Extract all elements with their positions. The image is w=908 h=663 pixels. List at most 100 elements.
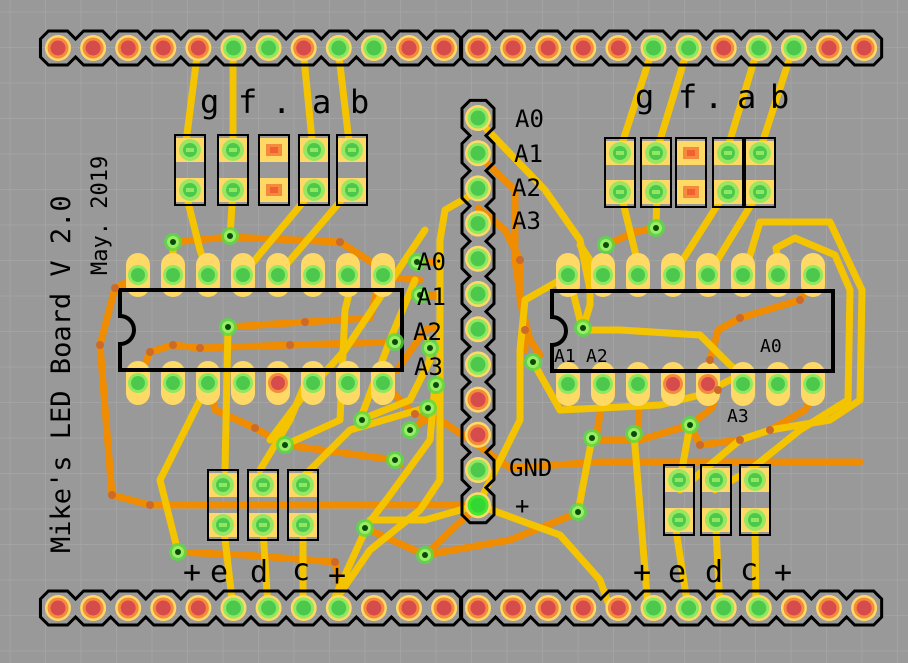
via xyxy=(219,318,237,336)
trace xyxy=(474,116,594,294)
pad-connected xyxy=(220,595,247,621)
resistor xyxy=(298,134,330,206)
label-plus: + xyxy=(633,555,651,590)
label-a2: A2 xyxy=(586,346,608,367)
pad-unconnected xyxy=(80,595,107,621)
pad-unconnected xyxy=(851,35,878,61)
ic-pin xyxy=(336,253,360,297)
trace-node xyxy=(796,296,804,304)
trace-node xyxy=(111,284,119,292)
pad-unconnected xyxy=(851,595,878,621)
trace xyxy=(712,526,724,612)
vias xyxy=(96,219,804,566)
pad-unconnected xyxy=(431,35,458,61)
header-outline xyxy=(458,29,884,67)
ic-pin xyxy=(301,361,325,405)
pad-unconnected xyxy=(570,35,597,61)
trace-node xyxy=(696,441,704,449)
trace xyxy=(672,526,692,612)
ic-outline xyxy=(550,289,835,373)
ic-pin xyxy=(801,362,825,406)
pad-unconnected xyxy=(45,35,71,61)
via xyxy=(276,436,294,454)
label-a0: A0 xyxy=(760,336,782,357)
trace-node xyxy=(736,436,744,444)
trace-node xyxy=(714,386,722,394)
via xyxy=(421,339,439,357)
trace-node xyxy=(169,341,177,349)
pad-connected xyxy=(675,595,702,621)
pad-connected xyxy=(360,35,387,61)
pad-unconnected xyxy=(465,35,491,61)
resistor-unpopulated xyxy=(675,137,707,208)
resistors xyxy=(174,134,776,541)
via xyxy=(408,253,426,271)
via xyxy=(169,543,187,561)
trace xyxy=(751,526,760,612)
resistor xyxy=(174,134,206,206)
trace-node xyxy=(516,256,524,264)
pad-connected xyxy=(465,210,491,237)
label-g: g xyxy=(635,78,654,116)
label-a1: A1 xyxy=(417,283,446,311)
ic-pin xyxy=(266,361,290,405)
ic-pin xyxy=(626,253,650,297)
pad-unconnected xyxy=(816,595,842,621)
resistor xyxy=(640,137,672,208)
pad-unconnected xyxy=(780,595,807,621)
pad-unconnected xyxy=(500,35,527,61)
via xyxy=(411,286,429,304)
pad-connected xyxy=(640,595,667,621)
label-b: b xyxy=(770,78,789,116)
ic-pin xyxy=(371,361,395,405)
via xyxy=(353,411,371,429)
pad-unconnected xyxy=(431,595,458,621)
pad-unconnected xyxy=(185,35,212,61)
ic-pin xyxy=(766,362,790,406)
pad-unconnected xyxy=(150,35,177,61)
pad-unconnected xyxy=(605,595,632,621)
label-a3: A3 xyxy=(512,207,541,235)
label-a0: A0 xyxy=(515,105,544,133)
ic-pin xyxy=(731,362,755,406)
header-outline xyxy=(460,98,496,525)
segment-labels-bottom-left: + e d c + xyxy=(183,553,346,593)
ic-pin xyxy=(371,253,395,297)
trace-node xyxy=(336,238,344,246)
pad-unconnected xyxy=(115,595,142,621)
label-d: d xyxy=(250,555,268,590)
pad-unconnected xyxy=(816,35,842,61)
header-bottom-right xyxy=(458,589,884,627)
pad-connected xyxy=(465,351,491,378)
pad-unconnected xyxy=(45,595,71,621)
via xyxy=(416,546,434,564)
pad-connected xyxy=(745,35,772,61)
header-outline xyxy=(458,589,884,627)
label-f: f xyxy=(238,83,257,121)
pad-connected xyxy=(465,140,491,167)
middle-header-labels: A0 A1 A2 A3 GND + xyxy=(509,105,552,520)
pad-unconnected xyxy=(465,421,491,448)
ic-pin xyxy=(196,253,220,297)
ic-pin xyxy=(766,253,790,297)
pad-connected xyxy=(780,35,807,61)
ic-pin xyxy=(231,361,255,405)
trace xyxy=(220,526,237,612)
pad-unconnected xyxy=(535,35,562,61)
label-a: a xyxy=(312,83,331,121)
trace xyxy=(132,338,399,389)
label-gnd: GND xyxy=(509,454,552,482)
via xyxy=(386,333,404,351)
pad-connected xyxy=(465,105,491,131)
left-ic-input-labels: A0 A1 A2 A3 xyxy=(413,248,446,381)
pad-connected xyxy=(325,35,352,61)
trace xyxy=(574,434,596,516)
ic-pin xyxy=(801,253,825,297)
trace-node xyxy=(286,341,294,349)
trace-node xyxy=(196,344,204,352)
pad-connected xyxy=(290,595,317,621)
resistor xyxy=(287,469,319,541)
pad-connected xyxy=(710,595,737,621)
trace xyxy=(256,380,309,474)
trace xyxy=(711,234,854,494)
